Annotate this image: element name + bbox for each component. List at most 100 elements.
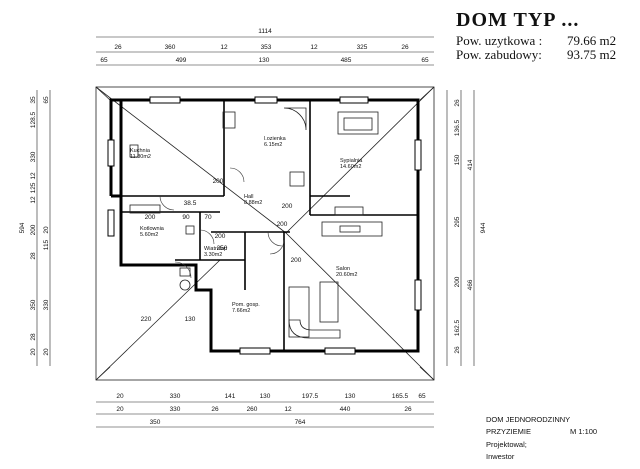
dim-right-total: 944 bbox=[480, 222, 487, 233]
dim-bottom-2: 440 bbox=[340, 406, 351, 413]
dim-bottom-1: 130 bbox=[345, 393, 356, 400]
room-name: Pom. gosp. bbox=[232, 302, 260, 308]
dim-top-1: 26 bbox=[114, 44, 122, 51]
dim-bottom-1: 20 bbox=[116, 393, 124, 400]
dim-left: 200 bbox=[30, 224, 37, 235]
roof-hip-line bbox=[95, 86, 287, 234]
dim-interior: 200 bbox=[213, 178, 224, 185]
dim-left: 125 bbox=[30, 182, 37, 193]
dim-top-1: 12 bbox=[220, 44, 228, 51]
dim-left: 28 bbox=[30, 333, 37, 341]
dim-left: 115 bbox=[43, 239, 50, 250]
dim-right: 26 bbox=[454, 99, 461, 107]
dim-interior: 38.5 bbox=[184, 200, 197, 207]
designer-label: Projektowal; bbox=[486, 440, 527, 449]
dim-bottom-2: 12 bbox=[284, 406, 292, 413]
dim-interior: 90 bbox=[182, 214, 190, 221]
dim-right: 295 bbox=[454, 216, 461, 227]
dim-top-2: 499 bbox=[176, 57, 187, 64]
dim-left: 20 bbox=[43, 226, 50, 234]
dim-left: 330 bbox=[43, 299, 50, 310]
dim-top-1: 26 bbox=[401, 44, 409, 51]
dim-interior: 200 bbox=[277, 221, 288, 228]
room-name: Kotlownia bbox=[140, 226, 165, 232]
room-name: Salon bbox=[336, 266, 350, 272]
dim-right: 466 bbox=[467, 279, 474, 290]
dim-interior: 200 bbox=[282, 203, 293, 210]
roof-hip-line bbox=[285, 232, 435, 381]
dim-interior: 130 bbox=[185, 316, 196, 323]
dim-bottom-3: 764 bbox=[295, 419, 306, 426]
dim-bottom-2: 20 bbox=[116, 406, 124, 413]
usable-area-label: Pow. uzytkowa : bbox=[456, 33, 543, 48]
room-area: 14.60m2 bbox=[340, 164, 361, 170]
dim-top-2: 65 bbox=[100, 57, 108, 64]
dim-right: 414 bbox=[467, 159, 474, 170]
dim-bottom-2: 260 bbox=[247, 406, 258, 413]
dim-right: 136.5 bbox=[454, 119, 461, 136]
room-name: Wiatrolap bbox=[204, 246, 227, 252]
room-name: l.ozienka bbox=[264, 136, 287, 142]
roof-outline bbox=[95, 86, 435, 381]
project-name: DOM JEDNORODZINNY bbox=[486, 415, 571, 424]
room-area: 6.15m2 bbox=[264, 142, 282, 148]
dim-interior: 200 bbox=[291, 257, 302, 264]
dim-bottom-2: 26 bbox=[211, 406, 219, 413]
room-area: 8.88m2 bbox=[244, 200, 262, 206]
room-labels: Kuchnia 11.80m2 l.ozienka 6.15m2 Sypialn… bbox=[130, 136, 363, 314]
fixtures bbox=[129, 107, 383, 339]
exterior-walls bbox=[109, 98, 420, 353]
dim-left: 28 bbox=[30, 252, 37, 260]
door-swings bbox=[159, 167, 285, 279]
dim-left: 350 bbox=[30, 299, 37, 310]
dim-right: 26 bbox=[454, 346, 461, 354]
dim-bottom-2: 26 bbox=[404, 406, 412, 413]
room-area: 20.60m2 bbox=[336, 272, 357, 278]
dim-right: 200 bbox=[454, 276, 461, 287]
dim-bottom-1: 65 bbox=[418, 393, 426, 400]
room-area: 7.66m2 bbox=[232, 308, 250, 314]
built-area-value: 93.75 m2 bbox=[567, 47, 617, 62]
dim-left: 65 bbox=[43, 96, 50, 104]
dim-top-1: 12 bbox=[310, 44, 318, 51]
dim-bottom-1: 197.5 bbox=[302, 393, 319, 400]
dim-left: 20 bbox=[43, 348, 50, 356]
dim-top-2: 130 bbox=[259, 57, 270, 64]
dim-bottom-1: 130 bbox=[260, 393, 271, 400]
dim-right: 150 bbox=[454, 154, 461, 165]
room-name: Sypialnia bbox=[340, 158, 363, 164]
room-name: Hall bbox=[244, 194, 253, 200]
dim-top-2: 65 bbox=[421, 57, 429, 64]
dimension-lines bbox=[36, 36, 475, 428]
room-area: 5.60m2 bbox=[140, 232, 158, 238]
dim-left: 20 bbox=[30, 348, 37, 356]
roof-hip-line bbox=[95, 259, 221, 381]
dim-left: 330 bbox=[30, 151, 37, 162]
dim-left: 128.5 bbox=[30, 111, 37, 128]
built-area-label: Pow. zabudowy: bbox=[456, 47, 542, 62]
investor-label: Inwestor bbox=[486, 452, 515, 461]
dim-bottom-1: 165.5 bbox=[392, 393, 409, 400]
dim-bottom-1: 330 bbox=[170, 393, 181, 400]
dim-right: 162.5 bbox=[454, 319, 461, 336]
dim-interior: 70 bbox=[204, 214, 212, 221]
dim-top-1: 325 bbox=[357, 44, 368, 51]
dim-interior: 200 bbox=[145, 214, 156, 221]
dim-left-total: 594 bbox=[19, 222, 26, 233]
dim-bottom-2: 330 bbox=[170, 406, 181, 413]
room-area: 11.80m2 bbox=[130, 154, 151, 160]
dim-interior: 250 bbox=[217, 245, 228, 252]
dim-bottom-1: 141 bbox=[225, 393, 236, 400]
dim-left: 35 bbox=[30, 96, 37, 104]
dim-left: 12 bbox=[30, 196, 37, 204]
dim-top-total: 1114 bbox=[258, 28, 272, 35]
floor-name: PRZYZIEMIE bbox=[486, 427, 532, 436]
windows bbox=[107, 96, 422, 355]
room-area: 3.30m2 bbox=[204, 252, 222, 258]
room-name: Kuchnia bbox=[130, 148, 151, 154]
usable-area-value: 79.66 m2 bbox=[567, 33, 617, 48]
interior-walls bbox=[121, 100, 418, 351]
dim-top-1: 360 bbox=[165, 44, 176, 51]
